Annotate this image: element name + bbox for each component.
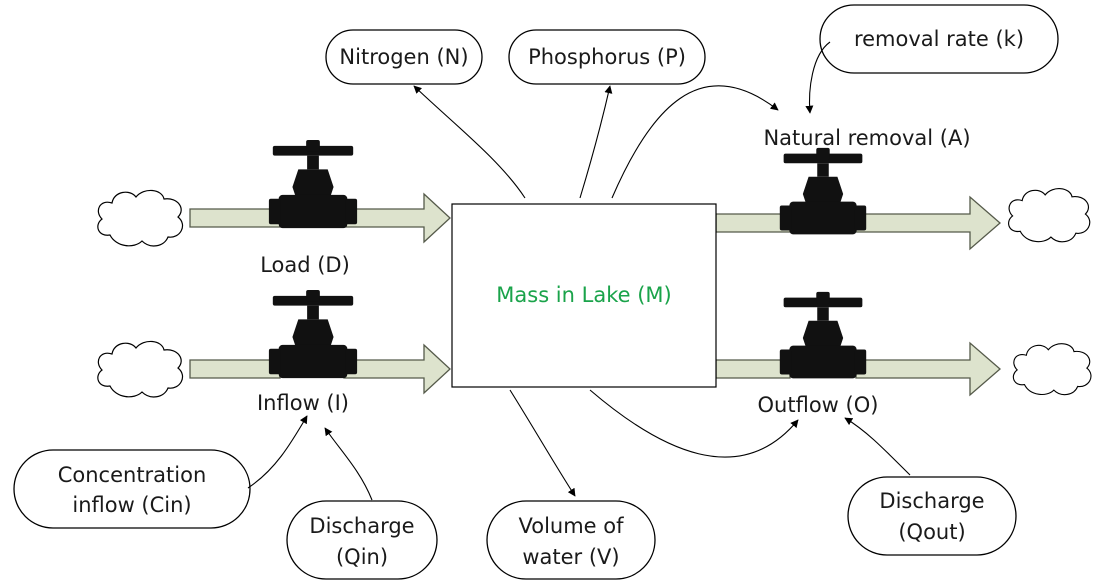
concentration-to-inflow-connector (247, 415, 308, 489)
stock-to-phosphorus-connector (579, 85, 613, 199)
stock-to-removal-connector (611, 85, 779, 199)
removal-valve-icon (779, 147, 867, 235)
discharge-out-label-line2: (Qout) (898, 520, 965, 544)
stock-box (451, 203, 717, 388)
volume-label-line2: water (V) (522, 545, 619, 569)
volume-label-line1: Volume of (518, 514, 624, 538)
load-pipe-out (343, 192, 451, 244)
concentration-inflow-bubble (13, 449, 251, 529)
outflow-valve-icon (779, 291, 867, 379)
concentration-inflow-label-line1: Concentration (58, 463, 207, 487)
source-cloud-icon (97, 340, 184, 398)
load-pipe-in (189, 208, 281, 228)
sink-cloud-icon (1007, 187, 1091, 243)
removal-rate-bubble (819, 4, 1059, 74)
removal-rate-label: removal rate (k) (854, 27, 1024, 51)
load-valve-icon (268, 139, 358, 229)
stock-to-nitrogen-connector (413, 85, 526, 199)
discharge-out-bubble (847, 476, 1017, 556)
removal-pipe-out (855, 195, 1001, 251)
inflow-pipe-in (189, 359, 281, 379)
discharge-in-to-inflow-connector (324, 427, 373, 501)
nitrogen-label: Nitrogen (N) (339, 45, 468, 69)
removal-rate-to-removal-connector (805, 41, 831, 114)
volume-bubble (486, 500, 656, 580)
outflow-label: Outflow (O) (758, 393, 879, 417)
discharge-out-to-outflow-connector (844, 417, 911, 476)
outflow-pipe-out (855, 341, 1001, 397)
removal-pipe-in (715, 213, 791, 233)
phosphorus-label: Phosphorus (P) (528, 45, 686, 69)
discharge-out-label-line1: Discharge (879, 489, 984, 513)
concentration-inflow-label-line2: inflow (Cin) (72, 493, 191, 517)
discharge-in-label-line1: Discharge (309, 514, 414, 538)
outflow-pipe-in (715, 359, 791, 379)
source-cloud-icon (97, 189, 184, 247)
inflow-valve-icon (268, 289, 358, 379)
stock-to-volume-connector (509, 389, 576, 497)
discharge-in-label-line2: (Qin) (336, 545, 388, 569)
nitrogen-bubble (325, 29, 483, 85)
natural-removal-label: Natural removal (A) (763, 126, 970, 150)
phosphorus-bubble (508, 29, 706, 85)
stock-label: Mass in Lake (M) (496, 283, 671, 307)
load-label: Load (D) (260, 253, 350, 277)
sink-cloud-icon (1012, 343, 1092, 396)
inflow-pipe-out (343, 343, 451, 395)
stock-to-outflow-connector (589, 389, 799, 458)
inflow-label: Inflow (I) (257, 391, 349, 415)
discharge-in-bubble (286, 500, 438, 580)
